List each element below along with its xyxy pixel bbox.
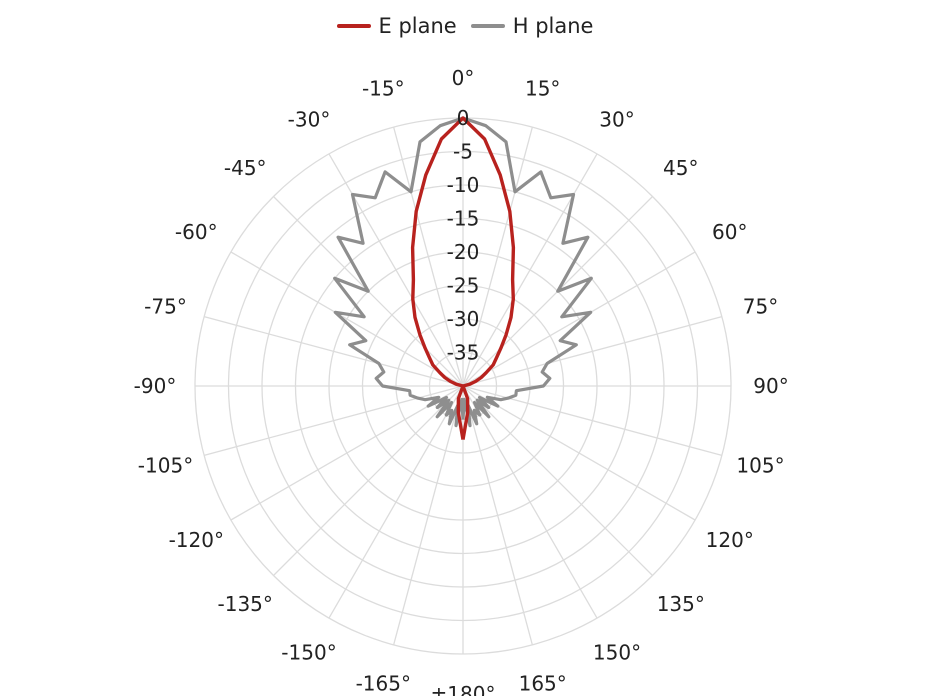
radial-tick-label: -15 [447, 207, 480, 231]
grid-spoke [230, 251, 464, 387]
radial-tick-label: -30 [447, 307, 480, 331]
legend-label-e-plane: E plane [378, 14, 457, 38]
grid-spoke [273, 385, 464, 576]
angle-tick-label: -75° [144, 294, 187, 318]
legend-item-e-plane[interactable]: E plane [336, 14, 457, 38]
angle-tick-label: 45° [663, 156, 698, 180]
legend-swatch-e-plane [336, 24, 371, 28]
angle-tick-label: 150° [593, 641, 641, 665]
angle-tick-label: 165° [519, 672, 567, 696]
angle-tick-label: 0° [452, 66, 475, 90]
grid-spoke [203, 316, 464, 387]
grid-spoke [462, 385, 653, 576]
grid-spoke [462, 251, 696, 387]
angle-tick-label: 60° [712, 220, 747, 244]
grid-spoke [328, 385, 464, 619]
angle-tick-label: -30° [288, 107, 331, 131]
legend: E plane H plane [0, 14, 930, 38]
angle-tick-label: 90° [753, 374, 788, 398]
grid-spoke [462, 385, 533, 646]
angle-tick-label: 30° [599, 107, 634, 131]
series-layer [333, 116, 593, 440]
angle-tick-label: -165° [356, 672, 411, 696]
grid-spoke [393, 385, 464, 646]
angle-tick-label: 135° [657, 592, 705, 616]
grid-spoke [203, 385, 464, 456]
angle-tick-label: -90° [134, 374, 177, 398]
angle-tick-label: -60° [175, 220, 218, 244]
legend-label-h-plane: H plane [512, 14, 594, 38]
radial-tick-label: 0 [457, 106, 470, 130]
angle-tick-label: -150° [281, 641, 336, 665]
radial-tick-label: -20 [447, 240, 480, 264]
angle-tick-label: 105° [736, 454, 784, 478]
grid-spoke [462, 385, 723, 456]
angle-tick-label: ±180° [431, 682, 496, 696]
angle-tick-label: 75° [743, 294, 778, 318]
legend-swatch-h-plane [470, 24, 505, 28]
angle-tick-label: -45° [224, 156, 267, 180]
grid-spoke [462, 153, 598, 387]
grid-spoke [462, 126, 533, 387]
grid-spoke [462, 385, 598, 619]
radial-tick-label: -10 [447, 173, 480, 197]
angle-tick-label: -15° [362, 76, 405, 100]
angle-tick-label: -105° [138, 454, 193, 478]
angle-tick-label: 15° [525, 76, 560, 100]
radial-tick-label: -5 [453, 140, 473, 164]
angle-tick-label: -135° [218, 592, 273, 616]
grid-spoke [462, 316, 723, 387]
tick-labels: 0° 15° 30° 45° 60° 75° 90° 105° 120° 135° 150° 165°… [134, 66, 789, 696]
grid-spoke [230, 385, 464, 521]
angle-tick-label: -120° [169, 528, 224, 552]
radial-tick-label: -35 [447, 341, 480, 365]
grid-spoke [393, 126, 464, 387]
grid-spoke [328, 153, 464, 387]
legend-item-h-plane[interactable]: H plane [470, 14, 594, 38]
grid-spoke [462, 385, 696, 521]
radial-tick-label: -25 [447, 274, 480, 298]
series-line-e-plane [410, 116, 516, 440]
angle-tick-label: 120° [706, 528, 754, 552]
